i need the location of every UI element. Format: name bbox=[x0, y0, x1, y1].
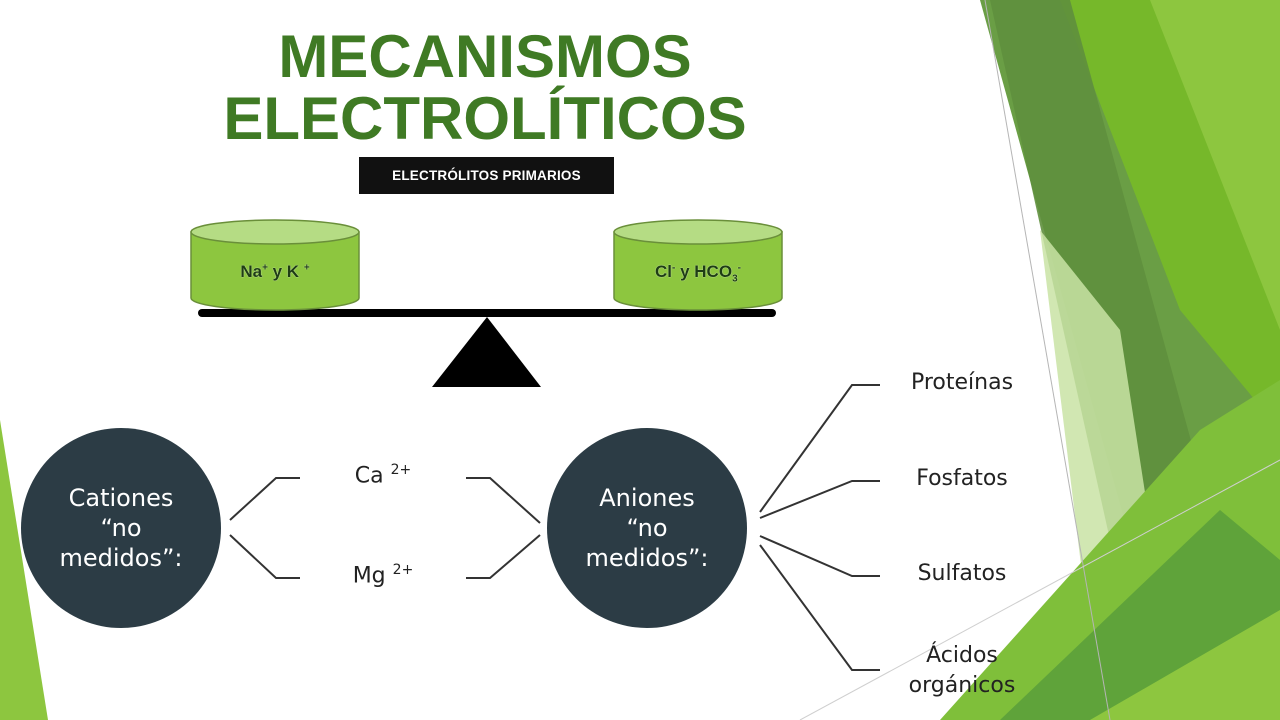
potassium-charge: + bbox=[303, 262, 310, 274]
anion-item-phosphates: Fosfatos bbox=[916, 466, 1008, 491]
magnesium-charge: 2+ bbox=[392, 562, 414, 578]
and-potassium: y K bbox=[267, 262, 304, 281]
chloride-symbol: Cl bbox=[655, 262, 673, 281]
decor-line bbox=[799, 459, 1280, 720]
magnesium-symbol: Mg bbox=[352, 563, 393, 589]
organic-acids-line-1: Ácidos bbox=[926, 643, 998, 668]
primary-electrolytes-badge: ELECTRÓLITOS PRIMARIOS bbox=[359, 157, 614, 194]
balance-fulcrum bbox=[432, 317, 541, 387]
anion-item-proteins: Proteínas bbox=[910, 370, 1014, 395]
cations-line-1: Cationes bbox=[68, 484, 174, 512]
calcium-charge: 2+ bbox=[390, 462, 412, 478]
anions-line-2: “no bbox=[626, 514, 668, 542]
anions-line-1: Aniones bbox=[599, 484, 695, 512]
anion-item-sulfates: Sulfatos bbox=[917, 561, 1007, 586]
cations-circle: Cationes “no medidos”: bbox=[21, 428, 221, 628]
title-line-2: ELECTROLÍTICOS bbox=[223, 85, 747, 152]
cations-text: Cationes “no medidos”: bbox=[60, 483, 183, 573]
cation-connectors bbox=[229, 477, 300, 579]
sodium-symbol: Na bbox=[240, 262, 263, 281]
right-cylinder bbox=[613, 219, 783, 311]
title-line-1: MECANISMOS bbox=[278, 23, 692, 90]
decor-line bbox=[984, 0, 1111, 720]
anions-circle: Aniones “no medidos”: bbox=[547, 428, 747, 628]
bicarbonate-charge: - bbox=[737, 262, 741, 274]
right-cylinder-label: Cl- y HCO3- bbox=[614, 262, 782, 284]
decor-facet bbox=[1090, 610, 1280, 720]
cations-line-2: “no bbox=[100, 514, 142, 542]
decor-facet bbox=[0, 420, 48, 720]
anions-text: Aniones “no medidos”: bbox=[586, 483, 709, 573]
anion-connectors bbox=[759, 384, 880, 671]
anion-item-organic-acids: Ácidos orgánicos bbox=[880, 641, 1044, 701]
bicarbonate-subscript: 3 bbox=[732, 273, 738, 285]
calcium-label: Ca 2+ bbox=[300, 462, 466, 488]
sodium-charge: + bbox=[262, 262, 268, 274]
calcium-symbol: Ca bbox=[354, 463, 391, 489]
left-cylinder bbox=[190, 219, 360, 311]
ion-connectors bbox=[466, 477, 541, 579]
and-bicarbonate: y HCO bbox=[675, 262, 733, 281]
cations-line-3: medidos”: bbox=[59, 544, 183, 572]
left-cylinder-label: Na+ y K + bbox=[191, 262, 359, 282]
chloride-charge: - bbox=[672, 262, 676, 274]
magnesium-label: Mg 2+ bbox=[300, 562, 466, 588]
decor-facet bbox=[1150, 0, 1280, 330]
slide-title: MECANISMOS ELECTROLÍTICOS bbox=[200, 26, 770, 150]
organic-acids-line-2: orgánicos bbox=[908, 673, 1016, 698]
anions-line-3: medidos”: bbox=[585, 544, 709, 572]
